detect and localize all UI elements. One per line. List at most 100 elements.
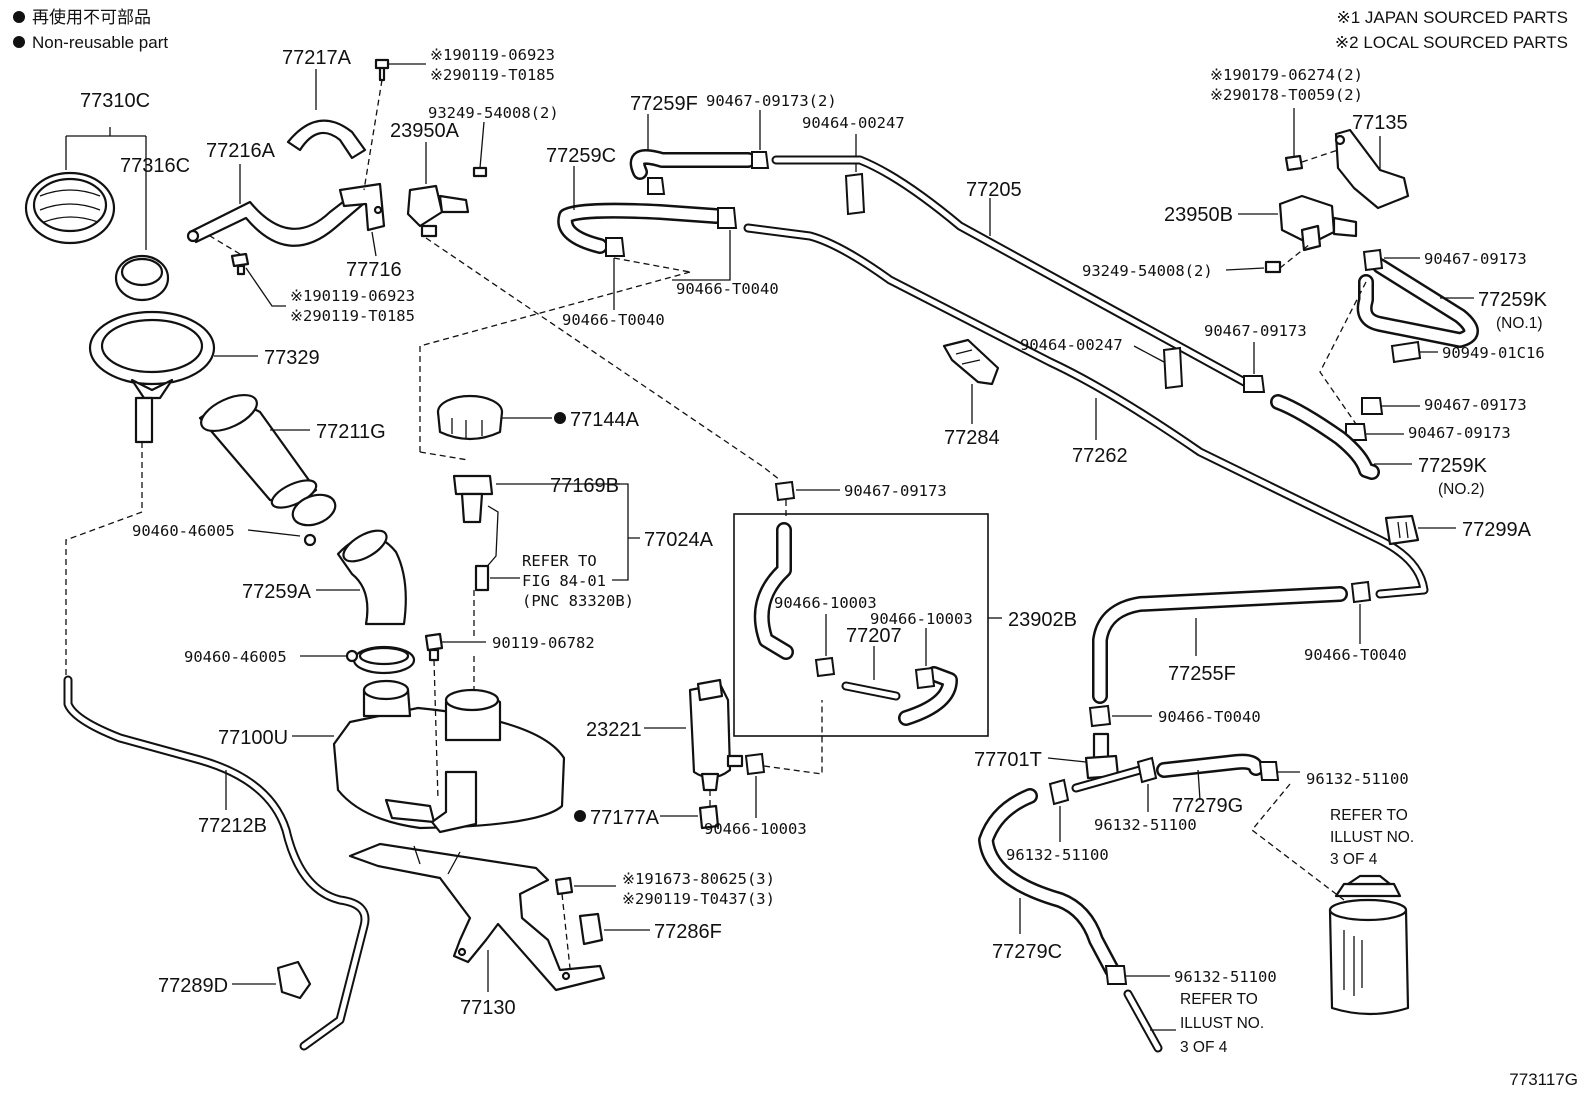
clip-90467-top[interactable]: [751, 151, 770, 169]
clip-90466-10003-pump[interactable]: [744, 752, 766, 776]
clamp-90460-a[interactable]: [289, 489, 340, 547]
hose-77259C[interactable]: [557, 202, 724, 254]
clip-96132-b[interactable]: [1136, 756, 1158, 784]
label-90460-46005-b: 90460-46005: [184, 648, 287, 666]
clip-90466-10003-a[interactable]: [814, 656, 836, 678]
refer-fig-line2: FIG 84-01: [522, 572, 606, 590]
clamp-90949[interactable]: [1390, 340, 1422, 364]
label-77255F: 77255F: [1168, 663, 1236, 685]
clamp-90464-mid[interactable]: [1162, 346, 1184, 390]
label-77205: 77205: [966, 179, 1022, 201]
label-77177A: 77177A: [590, 807, 660, 829]
bolt-191673[interactable]: [554, 876, 574, 896]
vsv-23950B[interactable]: [1278, 194, 1358, 252]
label-290119-T0185-a: ※290119-T0185: [430, 66, 555, 84]
label-77262: 77262: [1072, 445, 1128, 467]
bracket-tank-mount[interactable]: [430, 770, 478, 834]
clamp-90460-b[interactable]: [345, 645, 416, 675]
hose-77255F[interactable]: [1092, 586, 1348, 704]
clip-90467-e[interactable]: [1243, 375, 1266, 393]
band-77217A[interactable]: [286, 119, 367, 160]
clip-90466-b[interactable]: [605, 237, 626, 257]
bolt-190179[interactable]: [1284, 154, 1304, 172]
label-90464-00247-b: 90464-00247: [1020, 336, 1123, 354]
screw-93249-a[interactable]: [472, 166, 488, 178]
refer-illust-b-line3: 3 OF 4: [1180, 1039, 1228, 1056]
bracket-77716[interactable]: [338, 182, 386, 232]
label-90466-T0040-b: 90466-T0040: [562, 311, 665, 329]
bolt-190119-top[interactable]: [374, 58, 390, 82]
hose-77279C[interactable]: [978, 788, 1120, 978]
label-77701T: 77701T: [974, 749, 1042, 771]
screw-93249-b[interactable]: [1264, 260, 1282, 274]
hose-77207[interactable]: [753, 522, 958, 726]
label-77169B: 77169B: [550, 475, 619, 497]
clip-96132-d[interactable]: [1104, 965, 1128, 985]
clamp-77289D[interactable]: [276, 960, 312, 1000]
clamp-90464-top[interactable]: [844, 172, 866, 216]
pipe-77262[interactable]: [743, 223, 1429, 599]
cap-77144A[interactable]: [436, 394, 504, 441]
label-77259A: 77259A: [242, 581, 312, 603]
clip-77286F[interactable]: [578, 912, 604, 946]
label-190119-06923-b: ※190119-06923: [290, 287, 415, 305]
label-90466-10003-a: 90466-10003: [774, 594, 877, 612]
neck-77211G[interactable]: [196, 388, 320, 514]
clip-90466-10003-b[interactable]: [914, 666, 936, 690]
hose-77259K-no1[interactable]: [1356, 258, 1479, 348]
label-90466-10003-c: 90466-10003: [704, 820, 807, 838]
legend-jp: 再使用不可部品: [32, 7, 151, 27]
hose-77259K-no2[interactable]: [1270, 394, 1380, 480]
clamp-77284[interactable]: [942, 338, 1000, 386]
clip-90466-T0040-c[interactable]: [1350, 580, 1372, 604]
label-290178-T0059: ※290178-T0059(2): [1210, 86, 1363, 104]
level-sensor-77169B[interactable]: [452, 474, 499, 592]
clip-96132-a[interactable]: [1048, 778, 1070, 806]
funnel-77329[interactable]: [88, 310, 216, 444]
label-90466-T0040-c: 90466-T0040: [1304, 646, 1407, 664]
bolt-190119-low[interactable]: [230, 252, 250, 276]
pump-23221[interactable]: [688, 678, 744, 792]
non-reusable-dot-icon: [574, 810, 586, 822]
label-77310C: 77310C: [80, 90, 150, 112]
pipe-77205[interactable]: [771, 155, 1253, 389]
clip-90467-box[interactable]: [774, 480, 796, 502]
label-96132-51100-d: 96132-51100: [1174, 968, 1277, 986]
label-290119-T0185-b: ※290119-T0185: [290, 307, 415, 325]
bracket-77135[interactable]: [1334, 128, 1410, 210]
label-96132-51100-a: 96132-51100: [1006, 846, 1109, 864]
non-reusable-dot-icon: [554, 412, 566, 424]
hose-77279G[interactable]: [1156, 753, 1264, 778]
clip-90466-a[interactable]: [717, 207, 738, 229]
vsv-23950A[interactable]: [406, 184, 470, 238]
tank-77100U[interactable]: [332, 679, 566, 830]
hose-77259A[interactable]: [336, 524, 407, 626]
filler-cap-77310C[interactable]: [24, 171, 116, 245]
label-77212B: 77212B: [198, 815, 267, 837]
seal-77316C[interactable]: [114, 254, 170, 302]
label-190119-06923-a: ※190119-06923: [430, 46, 555, 64]
bolt-90119-06782[interactable]: [424, 632, 444, 662]
clip-90466-T0040-d[interactable]: [1088, 704, 1112, 728]
label-77024A: 77024A: [644, 529, 714, 551]
clip-90467-b[interactable]: [1362, 248, 1384, 272]
clip-90467-c[interactable]: [1361, 397, 1384, 415]
hose-77259F[interactable]: [629, 149, 756, 180]
clip-96132-c[interactable]: [1258, 761, 1280, 781]
label-23221: 23221: [586, 719, 642, 741]
joint-77701T[interactable]: [1071, 732, 1145, 793]
label-77289D: 77289D: [158, 975, 228, 997]
clip-90466-near-77259F[interactable]: [647, 177, 666, 195]
canister[interactable]: [1328, 874, 1410, 1016]
bracket-77130[interactable]: [348, 842, 606, 992]
label-90467-09173-2: 90467-09173(2): [706, 92, 837, 110]
label-77316C: 77316C: [120, 155, 190, 177]
clip-77299A[interactable]: [1384, 514, 1420, 546]
label-290119-T0437: ※290119-T0437(3): [622, 890, 775, 908]
grommet-77177A[interactable]: [698, 804, 720, 830]
pipe-77212B[interactable]: [63, 675, 370, 1051]
assembly-frame-23902B: [733, 513, 989, 737]
legend: 再使用不可部品 Non-reusable part ※1 JAPAN SOURC…: [13, 7, 1568, 52]
label-90467-09173-b: 90467-09173: [1424, 250, 1527, 268]
label-no1: (NO.1): [1496, 315, 1543, 332]
